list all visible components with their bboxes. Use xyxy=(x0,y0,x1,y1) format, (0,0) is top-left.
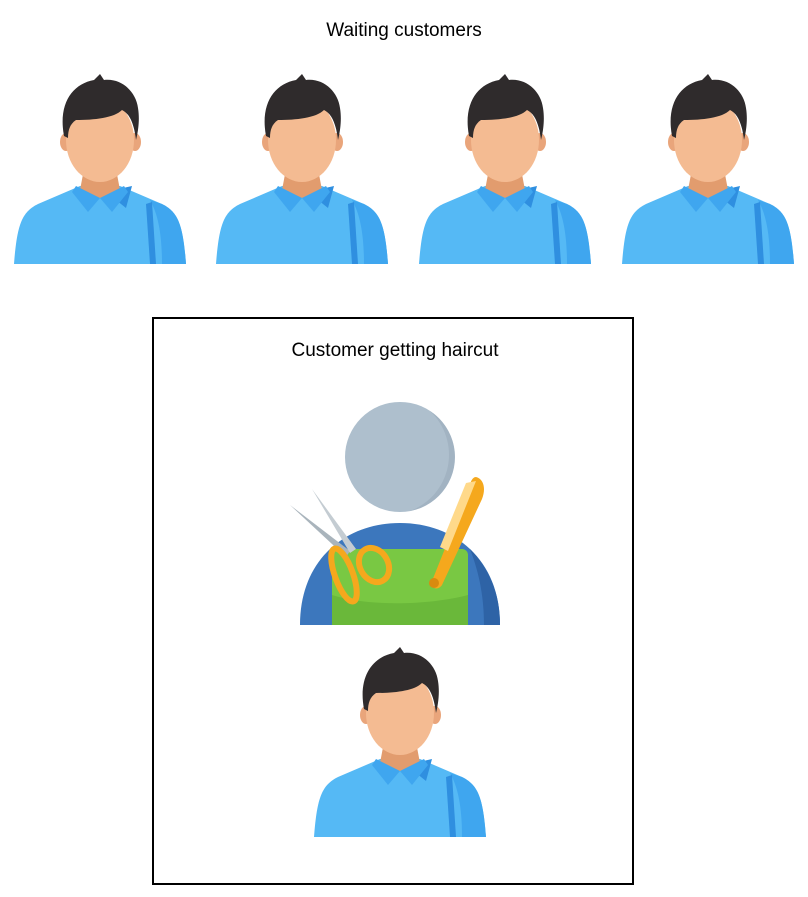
waiting-area-title: Waiting customers xyxy=(326,20,482,41)
comb-icon xyxy=(429,477,484,589)
waiting-customer-3 xyxy=(419,74,591,264)
customer-in-chair xyxy=(314,647,486,837)
waiting-customer-1 xyxy=(14,74,186,264)
customer-icon xyxy=(14,74,186,264)
customer-icon xyxy=(216,74,388,264)
waiting-customer-2 xyxy=(216,74,388,264)
service-area-title: Customer getting haircut xyxy=(291,340,499,361)
waiting-customer-4 xyxy=(622,74,794,264)
customer-icon xyxy=(314,647,486,837)
service-area-box: Customer getting haircut xyxy=(152,317,634,885)
customer-icon xyxy=(622,74,794,264)
barber-icon xyxy=(290,399,510,631)
scissors-icon xyxy=(290,489,393,605)
customer-icon xyxy=(419,74,591,264)
